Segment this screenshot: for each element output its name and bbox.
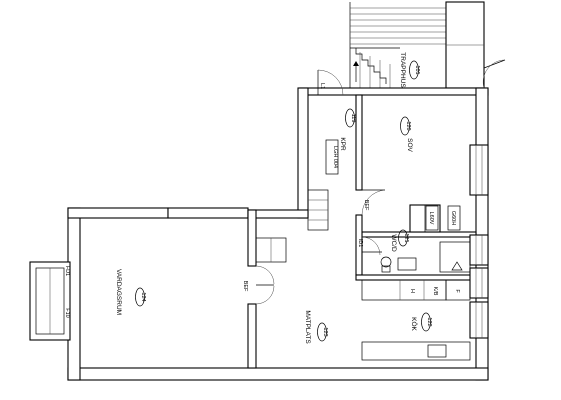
apartment-label: LGH 004	[325, 139, 339, 175]
room-name: KPR	[339, 137, 346, 151]
tag-g60h: G60H	[450, 211, 456, 225]
room-number: 101	[414, 65, 420, 74]
tag-kb: K/B	[432, 287, 438, 296]
room-matplats: MATPLATS 123	[304, 310, 328, 344]
balcony	[29, 261, 71, 341]
room-wcd: WC/D 121	[390, 229, 409, 252]
walls	[67, 87, 489, 381]
room-name: VARDAGSRUM	[115, 269, 122, 315]
room-name: SOV	[406, 138, 413, 152]
room-trapphus: TRAPPHUS 101	[399, 52, 420, 88]
room-name: KÖK	[410, 317, 418, 331]
tag-fd1: FD1	[64, 266, 70, 276]
tag-h: H	[409, 289, 415, 293]
fixtures	[255, 237, 471, 361]
apartment-label-text: LGH 004	[332, 146, 338, 168]
room-vardagsrum: VARDAGSRUM 124	[115, 269, 146, 315]
room-number: 123	[322, 327, 328, 336]
room-number: 122	[426, 317, 432, 326]
tag-l60v: L60V	[428, 212, 434, 225]
room-number: 119	[350, 114, 356, 123]
tag-f10: F10	[64, 308, 70, 317]
room-kpr: KPR 119	[339, 108, 356, 151]
room-name: WC/D	[390, 234, 397, 252]
tag-bef-hall: BEF	[363, 200, 369, 211]
staircase	[349, 1, 485, 89]
room-number: 120	[405, 121, 411, 130]
component-tags: L1 BEF BEF ID1 FD1 F10 L60V G60H H K/B F	[64, 83, 461, 318]
tag-id1: ID1	[357, 239, 363, 248]
tag-l1: L1	[319, 83, 325, 89]
tag-bef-living: BEF	[242, 281, 248, 292]
doors	[255, 59, 506, 305]
room-number: 124	[140, 292, 146, 301]
windows	[469, 144, 489, 339]
room-name: TRAPPHUS	[399, 52, 406, 88]
room-number: 121	[403, 233, 409, 242]
room-sov: SOV 120	[400, 116, 413, 153]
tag-f: F	[454, 289, 460, 293]
room-name: MATPLATS	[304, 310, 311, 344]
room-kok: KÖK 122	[410, 312, 432, 332]
